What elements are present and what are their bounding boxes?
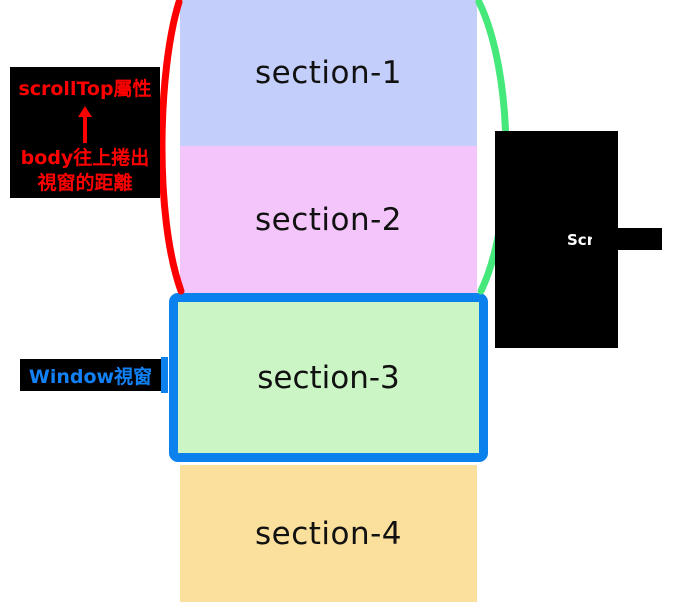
section-3-label: section-3 (257, 359, 400, 396)
scrollheight-label-occluder (592, 228, 662, 250)
window-annotation-box: Window視窗 (20, 359, 161, 391)
scrolltop-note-line-3: 視窗的距離 (37, 172, 133, 194)
document-sections-column: section-1 section-2 section-4 (180, 0, 477, 602)
section-2-block: section-2 (180, 146, 477, 293)
section-4-block: section-4 (180, 465, 477, 602)
left-red-brace-curve (158, 0, 185, 295)
section-1-label: section-1 (254, 55, 403, 91)
scrolltop-note-title: scrollTop屬性 (18, 78, 152, 100)
arrow-up-icon (78, 106, 92, 117)
section-4-label: section-4 (254, 515, 403, 552)
scrolltop-annotation-box: scrollTop屬性 body往上捲出 視窗的距離 (10, 67, 160, 198)
window-viewport-frame: section-3 (169, 293, 488, 462)
section-3-block: section-3 (178, 302, 479, 453)
section-2-label: section-2 (254, 201, 403, 238)
scrolltop-note-line-2: body往上捲出 (20, 147, 150, 169)
section-1-block: section-1 (180, 0, 477, 146)
window-pointer-stripe (161, 357, 168, 393)
arrow-up-stem-icon (83, 117, 87, 143)
window-note-label: Window視窗 (28, 365, 153, 388)
